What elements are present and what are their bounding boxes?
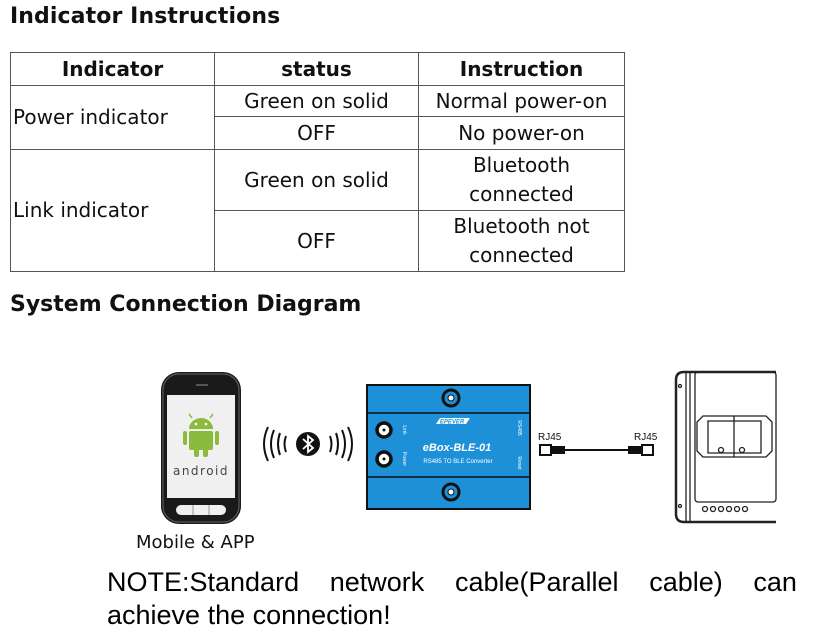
table-row: Link indicator Green on solid Bluetooth … xyxy=(10,149,625,272)
status-cell: OFF xyxy=(214,210,419,272)
device-brand: EPEVER xyxy=(440,420,465,426)
note-word: can xyxy=(753,567,797,597)
note-word: cable) xyxy=(649,567,723,597)
note-word: cable(Parallel xyxy=(454,567,619,597)
connection-diagram: android EPEVER eBox-BLE-01 RS485 TO BLE … xyxy=(161,370,777,524)
table-row: OFF Bluetooth not connected xyxy=(11,210,625,272)
status-cell: OFF xyxy=(214,116,419,150)
reset-label: Reset xyxy=(516,456,522,470)
system-connection-title: System Connection Diagram xyxy=(10,292,362,317)
table-row: OFF No power-on xyxy=(11,116,625,150)
table-row: Power indicator Green on solid Normal po… xyxy=(10,84,625,150)
status-cell: Green on solid xyxy=(214,149,419,211)
solar-controller xyxy=(674,370,777,524)
header-instruction: Instruction xyxy=(418,52,625,86)
instruction-cell: No power-on xyxy=(418,116,625,150)
instruction-cell: Bluetooth connected xyxy=(418,149,625,211)
device-model: eBox-BLE-01 xyxy=(423,442,491,454)
rj45-right-label: RJ45 xyxy=(634,432,658,443)
indicator-instructions-title: Indicator Instructions xyxy=(10,4,281,29)
rs485-label: RS485 xyxy=(516,420,522,436)
converter-device xyxy=(366,384,531,510)
instruction-cell: Bluetooth not connected xyxy=(418,210,625,272)
note-line-1: NOTE:Standard network cable(Parallel cab… xyxy=(107,566,797,599)
header-status: status xyxy=(214,52,419,86)
android-icon xyxy=(183,413,219,457)
note-word: network xyxy=(329,567,425,597)
indicator-cell: Power indicator xyxy=(10,85,215,150)
rj45-cable xyxy=(539,444,654,456)
status-cell: Green on solid xyxy=(214,84,419,118)
bluetooth-icon xyxy=(263,426,353,462)
header-indicator: Indicator xyxy=(10,52,215,86)
indicator-cell: Link indicator xyxy=(10,149,215,272)
note-line-2: achieve the connection! xyxy=(107,600,391,630)
indicator-table: Indicator status Instruction Power indic… xyxy=(10,52,625,272)
mobile-app-label: Mobile & APP xyxy=(136,532,255,553)
note-text: NOTE:Standard network cable(Parallel cab… xyxy=(107,566,797,632)
instruction-cell: Normal power-on xyxy=(418,84,625,118)
rj45-left-label: RJ45 xyxy=(538,432,562,443)
note-word: NOTE:Standard xyxy=(107,567,300,597)
device-subtitle: RS485 TO BLE Converter xyxy=(423,459,492,465)
android-wordmark: android xyxy=(173,464,229,478)
table-header-row: Indicator status Instruction xyxy=(10,52,625,86)
port-link-label: Link xyxy=(401,425,407,435)
port-power-label: Power xyxy=(401,452,407,467)
